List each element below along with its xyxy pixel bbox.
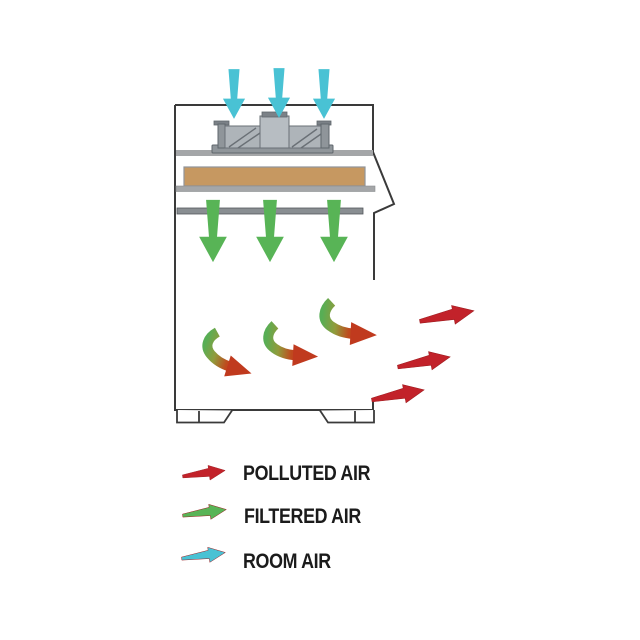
transition-arrows	[205, 300, 354, 367]
hepa-filter	[183, 166, 366, 187]
fan-left-end-plate	[217, 123, 226, 149]
fan-left-blades	[228, 127, 261, 149]
polluted-air-arrows	[369, 301, 476, 410]
fan-right-blades	[291, 128, 322, 149]
cabinet-foot-left	[176, 410, 233, 424]
transition-arrow	[267, 323, 296, 358]
polluted-air-arrow	[417, 301, 476, 331]
room-air-arrow	[222, 69, 246, 119]
fan-motor-box	[259, 115, 290, 149]
filter-support-shelf	[175, 185, 376, 192]
room-air-arrows	[222, 68, 336, 119]
legend-label-filtered-air: FILTERED AIR	[244, 505, 361, 528]
fan-unit	[211, 111, 334, 154]
polluted-air-arrow	[369, 380, 427, 410]
fan-right-end-plate	[320, 123, 330, 149]
cabinet	[174, 104, 396, 424]
transition-arrow	[205, 331, 235, 367]
legend-filtered-air-arrow-icon	[181, 501, 228, 524]
legend-polluted-air-arrow-icon	[181, 462, 227, 484]
legend-label-polluted-air: POLLUTED AIR	[243, 462, 371, 485]
polluted-air-arrow	[395, 347, 453, 377]
cabinet-body-outline	[174, 104, 396, 411]
legend-room-air-arrow-icon	[180, 544, 227, 567]
room-air-arrow	[267, 68, 291, 118]
cabinet-foot-right	[319, 410, 375, 424]
transition-arrow	[323, 300, 354, 337]
room-air-arrow	[312, 69, 336, 119]
fan-motor-cap	[261, 111, 288, 118]
legend-label-room-air: ROOM AIR	[243, 550, 331, 573]
